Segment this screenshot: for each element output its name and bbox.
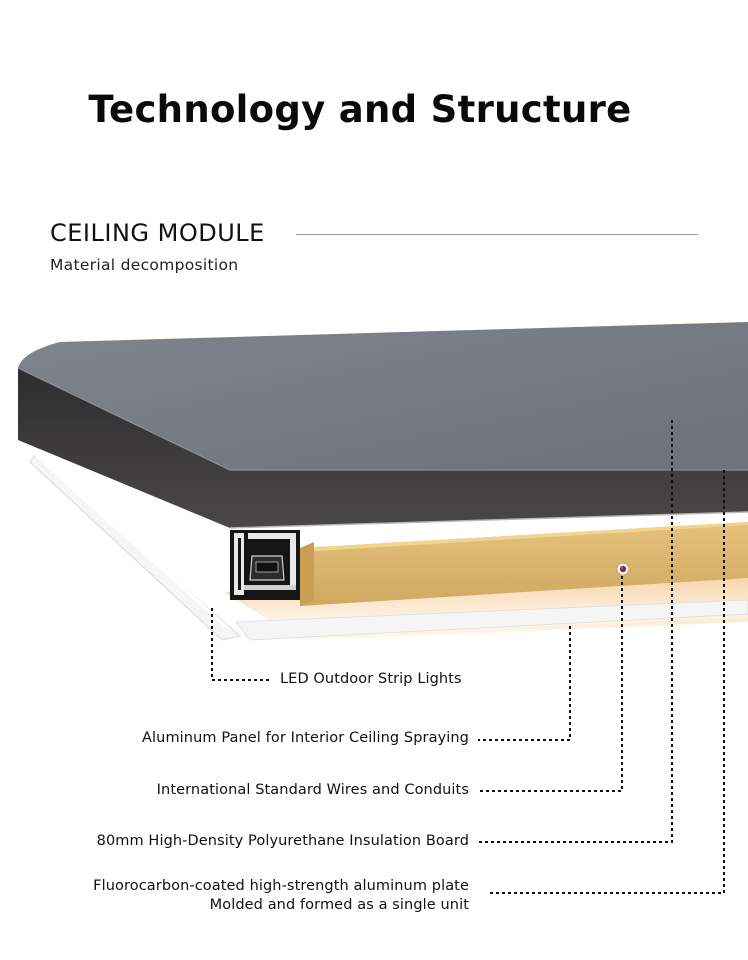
callout-led: LED Outdoor Strip Lights — [280, 671, 462, 687]
aluminum-plate-top — [17, 322, 748, 529]
callout-insulation: 80mm High-Density Polyurethane Insulatio… — [96, 833, 469, 849]
section-subtitle: Material decomposition — [50, 256, 239, 274]
section-divider — [296, 234, 698, 235]
callout-aluminum-panel: Aluminum Panel for Interior Ceiling Spra… — [142, 730, 469, 746]
callout-leaders — [211, 420, 725, 894]
leader-led — [211, 608, 270, 681]
leader-aluminum-panel — [478, 626, 571, 741]
wire-conduit-icon — [616, 562, 630, 576]
callout-wires: International Standard Wires and Conduit… — [156, 782, 469, 798]
section-title: CEILING MODULE — [50, 219, 265, 247]
leader-plate — [488, 470, 725, 894]
callout-plate-line2: Molded and formed as a single unit — [209, 897, 469, 913]
led-strip-light — [29, 454, 748, 641]
insulation-board — [300, 522, 748, 606]
callout-plate-line1: Fluorocarbon-coated high-strength alumin… — [93, 878, 469, 894]
aluminum-plate-edge — [18, 368, 748, 528]
aluminum-profile-section — [230, 530, 300, 600]
leader-insulation — [478, 420, 673, 843]
page-title: Technology and Structure — [88, 88, 632, 131]
